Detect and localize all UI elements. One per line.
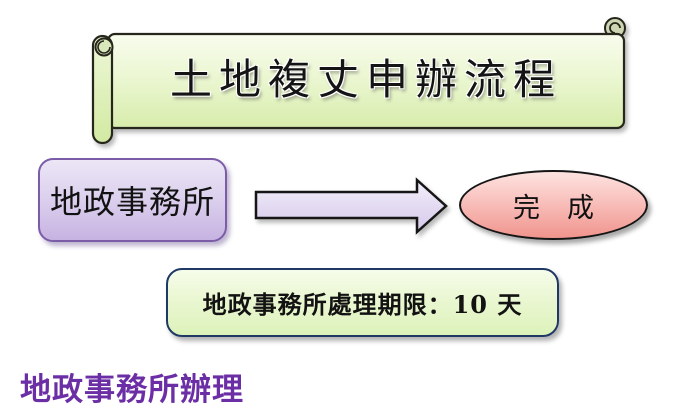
section-heading: 地政事務所辦理 [20, 372, 244, 408]
scroll-banner-shape [91, 17, 626, 145]
office-node: 地政事務所 [38, 158, 227, 242]
flow-arrow [254, 177, 448, 235]
scroll-left-curl-spiral-icon [97, 40, 111, 54]
scroll-left-roll [91, 34, 114, 145]
office-node-label: 地政事務所 [49, 183, 215, 221]
scroll-right-curl-spiral-icon [609, 22, 621, 34]
right-arrow-icon [254, 177, 448, 235]
deadline-note-label: 地政事務所處理期限：10 天 [202, 290, 523, 319]
deadline-note: 地政事務所處理期限：10 天 [166, 268, 559, 337]
done-node-label: 完 成 [513, 192, 594, 224]
done-node: 完 成 [459, 170, 648, 240]
banner-title: 土地複丈申辦流程 [169, 55, 562, 104]
